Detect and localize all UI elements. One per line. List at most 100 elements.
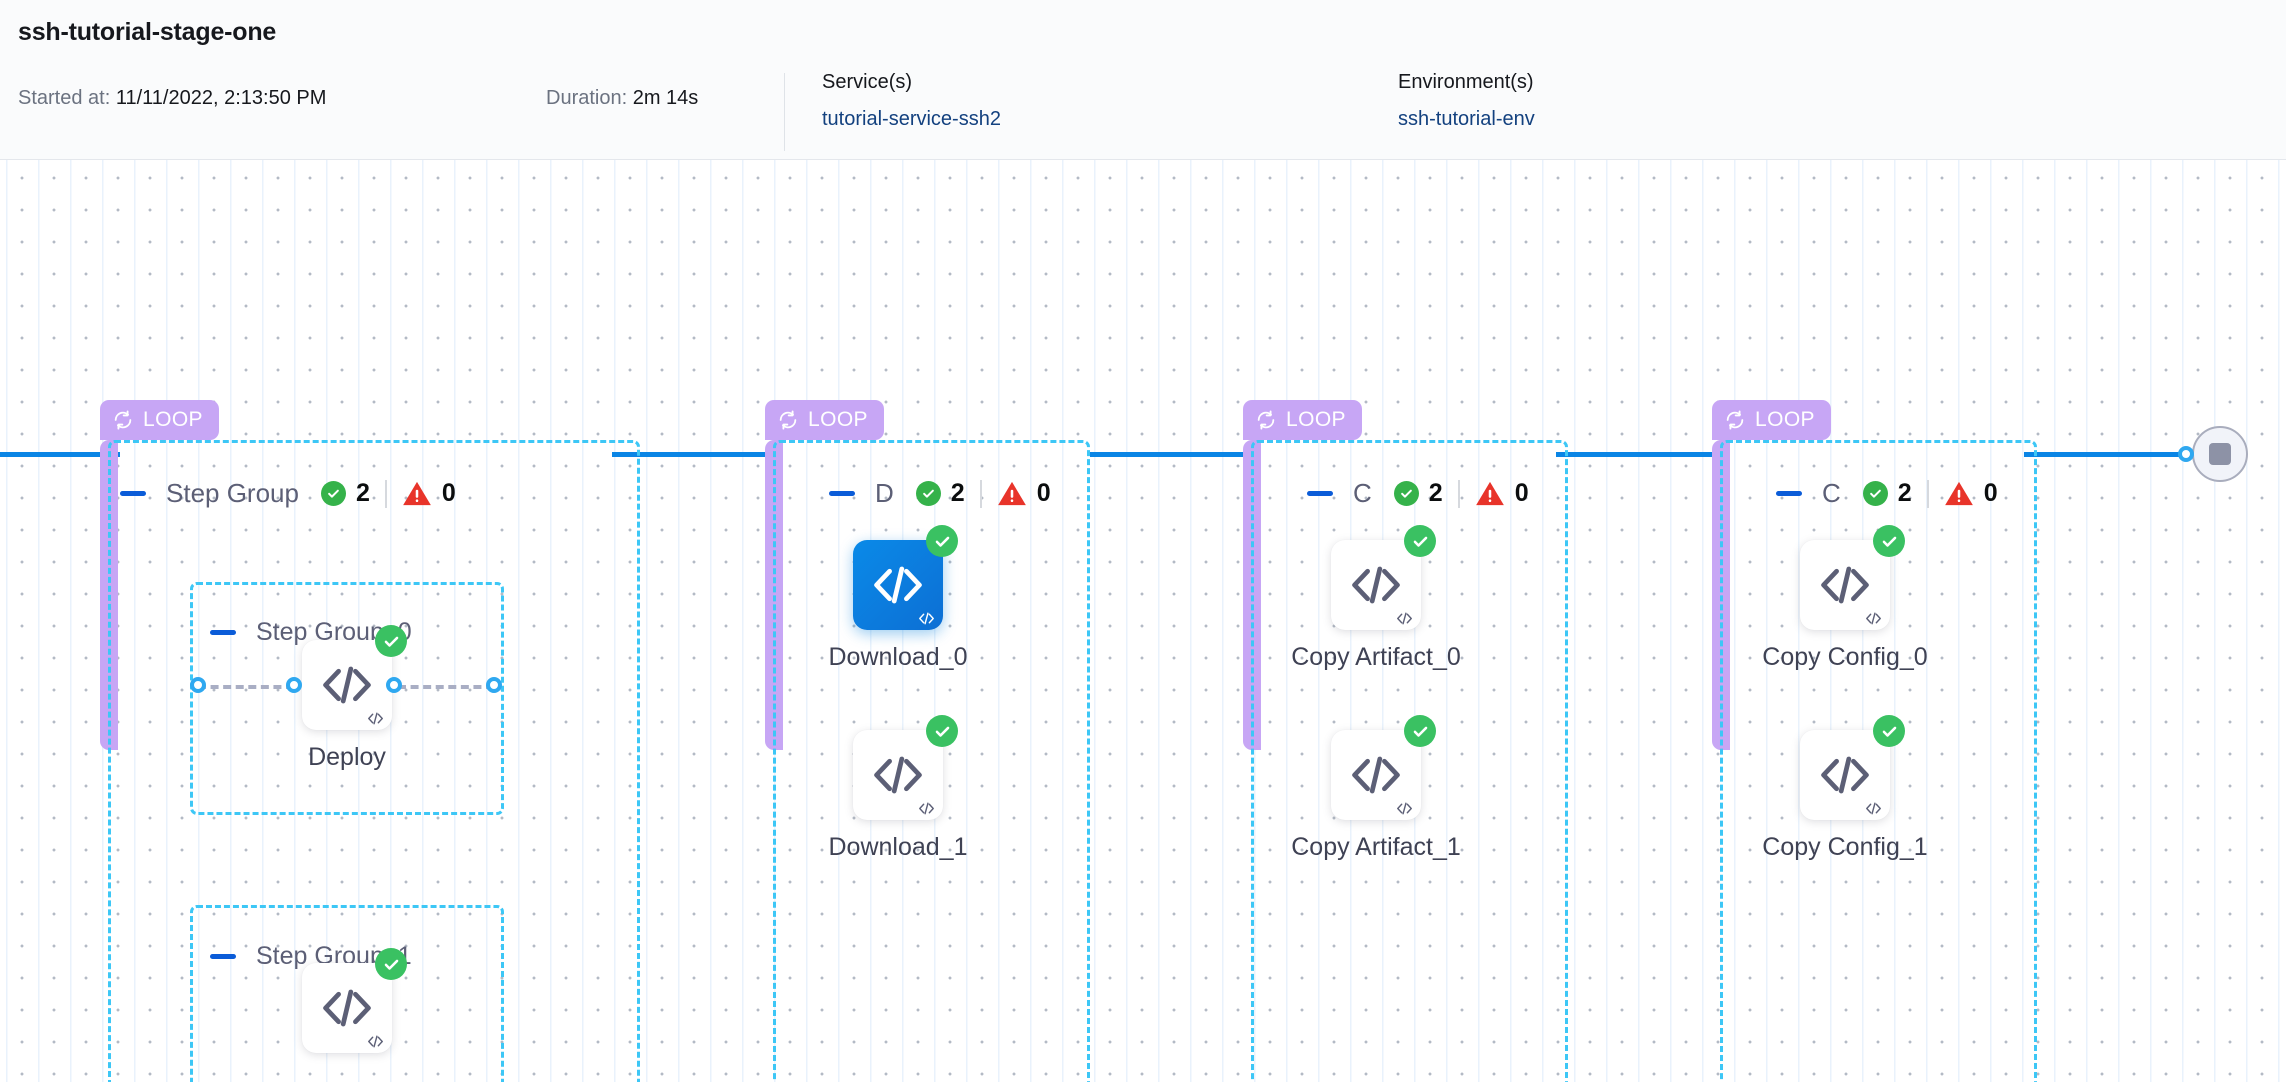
pipeline-connector-end bbox=[2024, 452, 2184, 457]
node-card[interactable] bbox=[1331, 715, 1436, 820]
step-node-copy-config-1[interactable]: Copy Config_1 bbox=[1762, 715, 1928, 861]
loop-refresh-icon bbox=[1257, 410, 1275, 430]
node-card[interactable] bbox=[853, 715, 958, 820]
failure-count: 0 bbox=[1514, 479, 1529, 507]
service-link[interactable]: tutorial-service-ssh2 bbox=[822, 108, 1001, 130]
status-badge bbox=[375, 948, 407, 980]
collapse-toggle-icon[interactable] bbox=[120, 491, 146, 496]
group-title: D bbox=[875, 478, 894, 508]
group-header-download[interactable]: D 2 0 bbox=[829, 478, 1051, 509]
step-node-copy-config-0[interactable]: Copy Config_0 bbox=[1762, 525, 1928, 671]
step-node-download-1[interactable]: Download_1 bbox=[829, 715, 968, 861]
pipeline-connector-1 bbox=[612, 452, 772, 457]
loop-badge: LOOP bbox=[765, 400, 884, 440]
code-brackets-small-icon bbox=[919, 612, 934, 625]
status-badge bbox=[375, 625, 407, 657]
loop-badge-label: LOOP bbox=[1286, 408, 1346, 431]
loop-group-step-group[interactable]: LOOP Step Group 2 0 Step Group_0 bbox=[100, 400, 640, 1082]
success-count-icon bbox=[1393, 481, 1419, 506]
duration-value: 2m 14s bbox=[632, 87, 699, 109]
step-node-copy-artifact-1[interactable]: Copy Artifact_1 bbox=[1291, 715, 1461, 861]
node-label: Copy Artifact_1 bbox=[1291, 833, 1461, 861]
code-brackets-small-icon bbox=[1397, 802, 1412, 815]
count-separator bbox=[1457, 479, 1460, 508]
pipeline-connector-start bbox=[0, 452, 120, 457]
connection-handle-end-in[interactable] bbox=[2178, 446, 2194, 462]
group-header-copy-artifact[interactable]: C 2 0 bbox=[1307, 478, 1529, 509]
connection-handle-group-in[interactable] bbox=[190, 677, 206, 693]
subgroup-outline-step-group-0 bbox=[190, 582, 504, 815]
collapse-toggle-icon[interactable] bbox=[1776, 491, 1802, 496]
success-count-icon bbox=[1862, 481, 1888, 506]
started-at-value: 11/11/2022, 2:13:50 PM bbox=[115, 87, 327, 109]
count-separator bbox=[1926, 479, 1929, 508]
step-node-step-group-1-node-0[interactable] bbox=[302, 948, 407, 1053]
loop-badge: LOOP bbox=[1712, 400, 1831, 440]
code-brackets-small-icon bbox=[1866, 802, 1881, 815]
page-title: ssh-tutorial-stage-one bbox=[18, 18, 277, 46]
duration-block: Duration: 2m 14s bbox=[546, 87, 698, 110]
pipeline-end-node[interactable] bbox=[2192, 426, 2248, 482]
code-brackets-icon bbox=[874, 756, 922, 794]
services-label: Service(s) bbox=[822, 71, 913, 93]
failure-count-icon bbox=[997, 481, 1026, 506]
node-link-right bbox=[398, 685, 494, 689]
collapse-toggle-icon[interactable] bbox=[210, 630, 236, 635]
code-brackets-small-icon bbox=[1397, 612, 1412, 625]
loop-refresh-icon bbox=[114, 410, 132, 430]
loop-badge: LOOP bbox=[100, 400, 219, 440]
failure-count-icon bbox=[1944, 481, 1973, 506]
loop-badge: LOOP bbox=[1243, 400, 1362, 440]
code-brackets-small-icon bbox=[919, 802, 934, 815]
loop-refresh-icon bbox=[779, 410, 797, 430]
group-title: Step Group bbox=[166, 478, 299, 508]
group-header-step-group[interactable]: Step Group 2 0 bbox=[120, 478, 456, 509]
code-brackets-icon bbox=[1821, 756, 1869, 794]
node-card[interactable] bbox=[1800, 715, 1905, 820]
code-brackets-icon bbox=[323, 666, 371, 704]
node-card[interactable] bbox=[1800, 525, 1905, 630]
step-node-download-0[interactable]: Download_0 bbox=[829, 525, 968, 671]
group-outline bbox=[1251, 440, 1568, 1082]
step-node-deploy[interactable]: Deploy bbox=[302, 625, 407, 771]
success-count: 2 bbox=[355, 479, 370, 507]
code-brackets-small-icon bbox=[1866, 612, 1881, 625]
loop-refresh-icon bbox=[1726, 410, 1744, 430]
success-count: 2 bbox=[950, 479, 965, 507]
connection-handle-group-out[interactable] bbox=[486, 677, 502, 693]
loop-group-copy-config[interactable]: LOOP C 2 0 bbox=[1712, 400, 2037, 1082]
status-badge bbox=[1873, 525, 1905, 557]
code-brackets-icon bbox=[1352, 756, 1400, 794]
connection-handle-node-out[interactable] bbox=[386, 677, 402, 693]
group-outline bbox=[108, 440, 640, 1082]
node-label: Download_0 bbox=[828, 643, 968, 671]
pipeline-connector-2 bbox=[1090, 452, 1250, 457]
connection-handle-node-in[interactable] bbox=[286, 677, 302, 693]
collapse-toggle-icon[interactable] bbox=[829, 491, 855, 496]
pipeline-connector-3 bbox=[1556, 452, 1716, 457]
group-outline bbox=[1720, 440, 2037, 1082]
environments-label: Environment(s) bbox=[1398, 71, 1534, 93]
success-count-icon bbox=[915, 481, 941, 506]
node-card[interactable] bbox=[302, 948, 407, 1053]
collapse-toggle-icon[interactable] bbox=[1307, 491, 1333, 496]
node-card[interactable] bbox=[302, 625, 407, 730]
status-badge bbox=[1404, 715, 1436, 747]
pipeline-canvas[interactable]: LOOP Step Group 2 0 Step Group_0 bbox=[0, 160, 2286, 1082]
failure-count-icon bbox=[1475, 481, 1504, 506]
loop-group-copy-artifact[interactable]: LOOP C 2 0 bbox=[1243, 400, 1568, 1082]
node-card[interactable] bbox=[853, 525, 958, 630]
node-card[interactable] bbox=[1331, 525, 1436, 630]
started-at-label: Started at: bbox=[18, 87, 111, 109]
failure-count: 0 bbox=[1983, 479, 1998, 507]
environments-block: Environment(s) ssh-tutorial-env bbox=[1398, 71, 1535, 131]
environment-link[interactable]: ssh-tutorial-env bbox=[1398, 108, 1535, 130]
group-header-copy-config[interactable]: C 2 0 bbox=[1776, 478, 1998, 509]
loop-group-download[interactable]: LOOP D 2 0 bbox=[765, 400, 1090, 1082]
status-badge bbox=[926, 525, 958, 557]
status-badge bbox=[926, 715, 958, 747]
step-node-copy-artifact-0[interactable]: Copy Artifact_0 bbox=[1291, 525, 1461, 671]
failure-count-icon bbox=[403, 481, 431, 506]
collapse-toggle-icon[interactable] bbox=[210, 954, 236, 959]
count-separator bbox=[384, 479, 387, 508]
